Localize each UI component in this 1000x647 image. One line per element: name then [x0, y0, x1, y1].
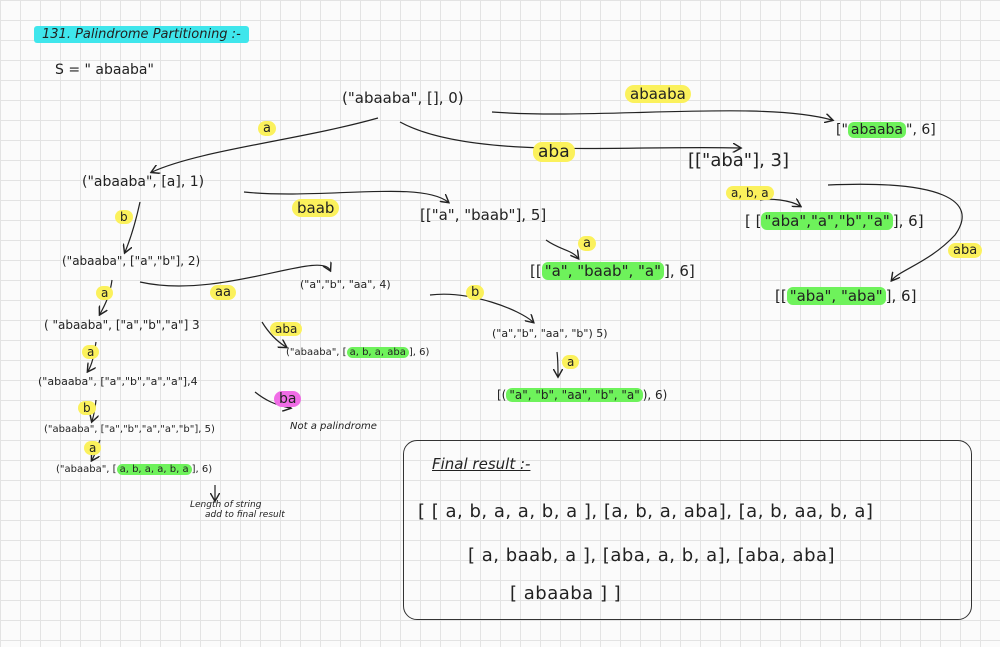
node-aba3-6-post: ], 6] [892, 212, 924, 230]
edge-n3-to-aba6 [261, 321, 286, 347]
node-baab5: [["a", "baab"], 5] [420, 206, 547, 224]
node-n3: ( "abaaba", ["a","b","a"] 3 [44, 318, 200, 332]
edge-label-abaaba: abaaba [625, 85, 691, 103]
node-abaaba6-pre: [" [836, 122, 848, 138]
node-aba6-post: ], 6) [408, 347, 430, 358]
node-n5: ("abaaba", ["a","b","a","a","b"], 5) [44, 424, 215, 435]
final-result-line-1: [ [ a, b, a, a, b, a ], [a, b, a, aba], … [418, 501, 874, 522]
node-n6-highlight: a, b, a, a, b, a [116, 464, 192, 475]
edge-root-to-abaaba [491, 110, 832, 120]
edge-label-aa: aa [210, 285, 236, 300]
node-root: ("abaaba", [], 0) [342, 89, 464, 107]
node-baab6-highlight: "a", "baab", "a" [541, 262, 664, 280]
node-abaaba6-post: ", 6] [906, 122, 936, 138]
edge-aa5-to-aa6 [557, 351, 558, 376]
node-aba3-6: [ ["aba","a","b","a"], 6] [745, 212, 924, 230]
node-n6-pre: ("abaaba", [ [56, 464, 117, 475]
node-aba3-6-highlight: "aba","a","b","a" [761, 212, 893, 230]
node-aba-aba6: [["aba", "aba"], 6] [775, 287, 916, 305]
node-aba-aba6-post: ], 6] [885, 287, 917, 305]
final-result-line-3: [ abaaba ] ] [510, 583, 622, 604]
edge-label-aba: aba [533, 142, 575, 162]
edge-label-a-baab: a [578, 236, 596, 251]
edge-aa4-to-aa5 [429, 293, 533, 322]
edge-aba3-to-aba3-6 [759, 199, 800, 206]
node-n6: ("abaaba", [a, b, a, a, b, a], 6) [56, 464, 212, 476]
node-abaaba6: ["abaaba", 6] [836, 122, 936, 139]
edge-root-to-n1 [152, 117, 379, 172]
length-note-line1: Length of string [190, 500, 262, 510]
edge-label-aba-side: aba [270, 322, 303, 336]
edge-aba3-to-abaaba2 [827, 183, 963, 280]
edge-label-a5: a [84, 441, 102, 455]
node-n4: ("abaaba", ["a","b","a","a"],4 [38, 375, 198, 388]
node-n1: ("abaaba", [a], 1) [82, 174, 205, 190]
edge-baab-to-baab6 [545, 239, 578, 258]
node-aa5: ("a","b", "aa", "b") 5) [492, 327, 608, 340]
edge-label-ba: ba [274, 391, 302, 407]
edge-label-b4: b [78, 401, 96, 415]
node-baab6: [["a", "baab", "a"], 6] [530, 262, 695, 280]
node-aba-aba6-highlight: "aba", "aba" [786, 287, 886, 305]
node-aa6: [("a", "b", "aa", "b", "a"), 6) [497, 388, 667, 402]
edge-label-a-b-a: a, b, a [726, 186, 774, 200]
input-string: S = " abaaba" [55, 62, 154, 78]
node-aba6: ("abaaba", [a, b, a, aba], 6) [286, 347, 429, 359]
node-aba-aba6-pre: [[ [775, 287, 787, 305]
length-note-line2: add to final result [205, 510, 285, 520]
node-aba6-highlight: a, b, a, aba [346, 347, 409, 358]
edge-n4-to-ba [254, 391, 290, 408]
node-aa6-pre: [( [497, 388, 507, 402]
edge-label-a2: a [96, 286, 114, 300]
final-result-title: Final result :- [432, 455, 531, 473]
node-aa4: ("a","b", "aa", 4) [300, 278, 391, 291]
edge-label-a-root: a [258, 121, 276, 136]
edge-n1-to-baab [243, 190, 448, 202]
node-aa6-post: ), 6) [642, 388, 668, 402]
edge-label-a-aa5: a [562, 355, 580, 369]
final-result-line-2: [ a, baab, a ], [aba, a, b, a], [aba, ab… [468, 545, 836, 566]
node-n6-post: ], 6) [191, 464, 213, 475]
not-palindrome-note: Not a palindrome [290, 421, 377, 432]
node-abaaba6-highlight: abaaba [847, 122, 906, 138]
node-aba6-pre: ("abaaba", [ [286, 347, 347, 358]
node-aa6-highlight: "a", "b", "aa", "b", "a" [506, 388, 643, 402]
edge-label-baab: baab [292, 199, 340, 217]
edge-n1-to-n2 [125, 201, 141, 252]
edge-n2-to-aa [139, 265, 330, 287]
node-baab6-pre: [[ [530, 262, 542, 280]
node-aba3-6-pre: [ [ [745, 212, 762, 230]
node-baab6-post: ], 6] [664, 262, 695, 280]
final-result-box: Final result :- [ [ a, b, a, a, b, a ], … [403, 440, 972, 620]
node-aba3: [["aba"], 3] [688, 150, 790, 171]
edge-label-b1: b [115, 210, 133, 224]
node-n2: ("abaaba", ["a","b"], 2) [62, 254, 201, 268]
edge-label-a3: a [82, 345, 100, 359]
edge-label-aba-right: aba [948, 243, 983, 258]
page-title: 131. Palindrome Partitioning :- [34, 26, 249, 43]
edge-label-b-aa: b [466, 285, 485, 300]
